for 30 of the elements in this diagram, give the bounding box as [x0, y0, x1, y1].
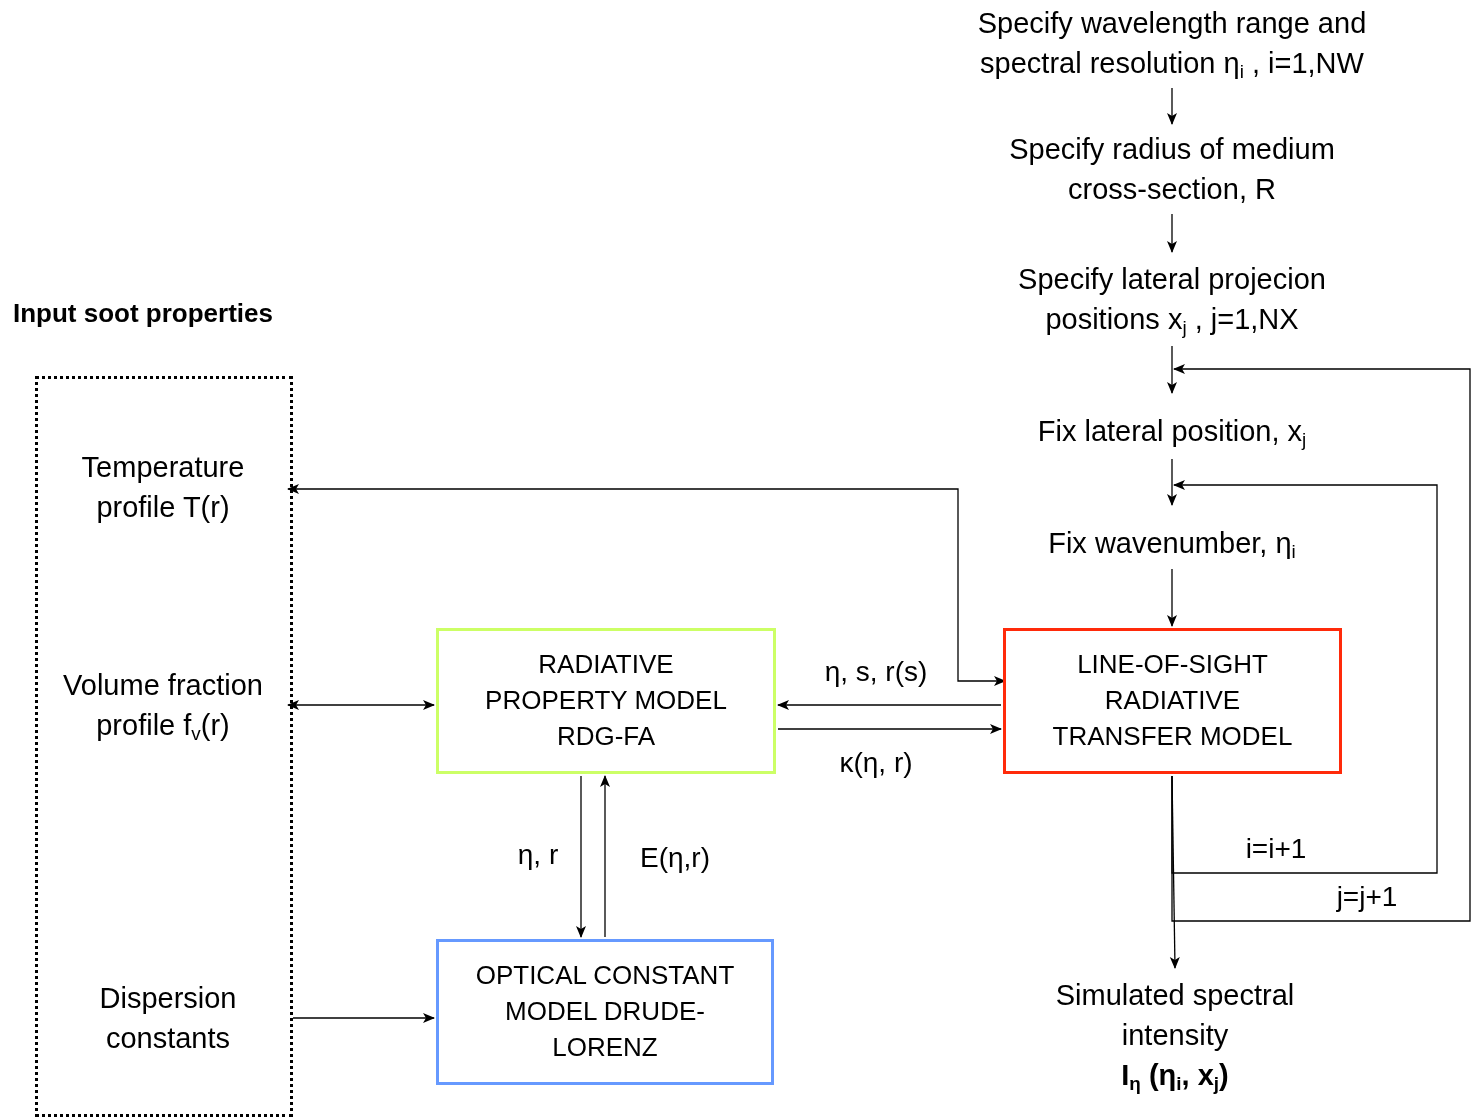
- node-text: OPTICAL CONSTANT MODEL DRUDE-LORENZ: [474, 959, 736, 1064]
- arrow: [777, 700, 1002, 710]
- process-box: [436, 939, 774, 1085]
- arrow: [1167, 458, 1177, 506]
- arrow: [1167, 568, 1177, 627]
- node-text: RADIATIVE PROPERTY MODEL RDG-FA: [484, 648, 728, 753]
- arrow: [1171, 364, 1471, 922]
- process-box: [1003, 628, 1342, 774]
- arrow: [576, 775, 586, 938]
- node-text: Fix wavenumber, η$_{i}$: [1048, 526, 1296, 563]
- arrow: [287, 700, 435, 710]
- arrow: [1167, 87, 1177, 125]
- node-text: Specify lateral projecion positions x$_{j}$ , j=1,NX: [1017, 262, 1327, 339]
- arrow: [600, 775, 610, 938]
- node-text: Simulated spectral intensity: [1054, 977, 1296, 1053]
- arrow: [1171, 480, 1438, 874]
- group-heading: Input soot properties: [13, 298, 273, 329]
- node-text: Temperature profile T(r): [80, 450, 246, 525]
- arrow: [1167, 213, 1177, 253]
- arrow: [777, 724, 1002, 734]
- node-text: LINE-OF-SIGHT RADIATIVE TRANSFER MODEL: [1051, 648, 1294, 753]
- arrow: [292, 1013, 435, 1023]
- arrow: [1167, 345, 1177, 394]
- node-text: Fix lateral position, x$_{j}$: [1037, 414, 1307, 451]
- node-text: I$_{η}$ (η$_{i}$, x$_{j}$): [1121, 1058, 1229, 1095]
- process-box: [436, 628, 776, 774]
- node-text: Volume fraction profile f$_{v}$(r): [62, 668, 264, 745]
- node-text: Specify radius of medium cross-section, R: [1008, 132, 1336, 207]
- node-text: Specify wavelength range and spectral resolution η$_{i}$ , i=1,NW: [976, 6, 1368, 83]
- node-text: Dispersion constants: [98, 981, 238, 1056]
